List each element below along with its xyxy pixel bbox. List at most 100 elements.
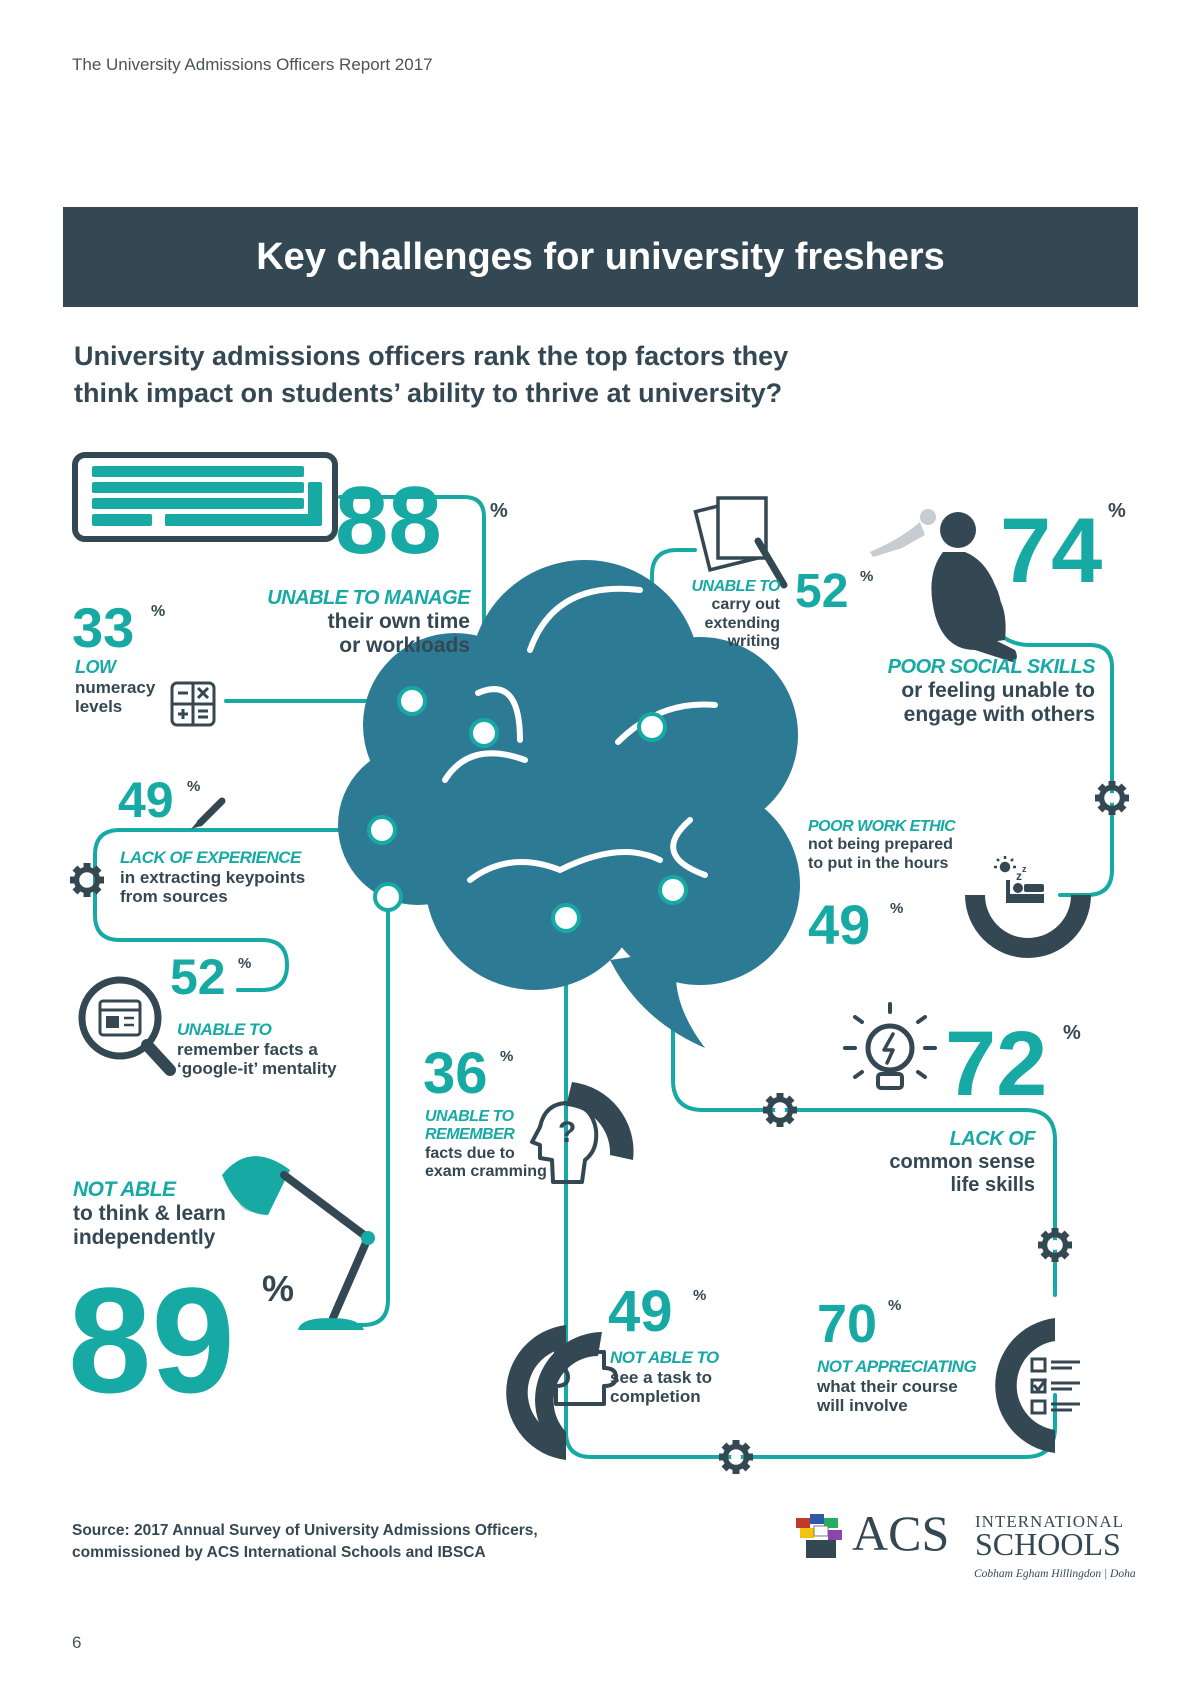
stat-time-highlight: UNABLE TO MANAGE bbox=[267, 587, 470, 609]
stat-cramming-highlight-2: REMEMBER bbox=[425, 1126, 515, 1144]
stat-social-label: POOR SOCIAL SKILLS or feeling unable to … bbox=[820, 656, 1096, 727]
stat-course-highlight: NOT APPRECIATING bbox=[817, 1357, 977, 1376]
stat-social-pct: % bbox=[1108, 500, 1126, 522]
stat-work-ethic-line-2: to put in the hours bbox=[808, 854, 949, 872]
stat-common-sense-label: LACK OF common sense life skills bbox=[810, 1128, 1035, 1197]
stat-independent-highlight: NOT ABLE bbox=[73, 1178, 176, 1201]
source-line-2: commissioned by ACS International School… bbox=[72, 1544, 486, 1561]
page-title: Key challenges for university freshers bbox=[256, 235, 945, 278]
stat-writing-line-2: extending bbox=[704, 614, 780, 632]
stat-common-sense-highlight: LACK OF bbox=[949, 1128, 1036, 1150]
subtitle: University admissions officers rank the … bbox=[74, 338, 834, 412]
source-line-1: Source: 2017 Annual Survey of University… bbox=[72, 1522, 538, 1539]
stat-task-value: 49 bbox=[608, 1279, 673, 1344]
stat-social-line-2: engage with others bbox=[903, 703, 1095, 727]
puzzle-icon bbox=[506, 1325, 618, 1460]
stat-numeracy-value: 33 bbox=[72, 596, 135, 659]
logo-schools-text: SCHOOLS bbox=[975, 1526, 1121, 1562]
pen-icon bbox=[191, 797, 226, 829]
bed-sleep-icon: z z bbox=[965, 856, 1091, 958]
stat-task-label: NOT ABLE TO see a task to completion bbox=[610, 1348, 719, 1407]
stat-writing-line-1: carry out bbox=[711, 596, 780, 614]
logo-international-text: INTERNATIONAL bbox=[975, 1512, 1124, 1531]
gear-icon bbox=[1095, 781, 1129, 815]
title-banner: Key challenges for university freshers bbox=[63, 207, 1138, 307]
stat-time-value: 88 bbox=[335, 467, 442, 574]
stat-common-sense-value: 72 bbox=[945, 1013, 1048, 1115]
stat-writing-value: 52 bbox=[795, 565, 849, 618]
gear-icon bbox=[70, 863, 104, 897]
stat-writing-line-3: writing bbox=[727, 633, 780, 651]
desk-lamp-icon bbox=[222, 1156, 375, 1330]
stat-writing-highlight: UNABLE TO bbox=[691, 578, 780, 595]
stat-social-value: 74 bbox=[1000, 500, 1103, 602]
head-question-icon: ? bbox=[530, 1082, 634, 1184]
stat-work-ethic-line-1: not being prepared bbox=[808, 836, 953, 854]
stat-social-line-1: or feeling unable to bbox=[901, 679, 1095, 702]
lightbulb-icon bbox=[843, 1002, 937, 1090]
page-number: 6 bbox=[72, 1633, 82, 1652]
stat-keypoints-line-2: from sources bbox=[120, 887, 228, 907]
stat-work-ethic-highlight: POOR WORK ETHIC bbox=[808, 818, 956, 835]
stat-course-pct: % bbox=[888, 1297, 902, 1314]
logo-campuses-text: Cobham Egham Hillingdon | Doha bbox=[974, 1568, 1136, 1580]
stat-cramming-pct: % bbox=[500, 1048, 514, 1065]
stat-independent-line-1: to think & learn bbox=[73, 1202, 226, 1226]
stat-time-pct: % bbox=[490, 500, 508, 522]
stat-independent-line-2: independently bbox=[73, 1226, 216, 1250]
stat-time-line-2: or workloads bbox=[339, 634, 470, 658]
stat-keypoints-label: LACK OF EXPERIENCE in extracting keypoin… bbox=[120, 848, 305, 907]
gear-icon bbox=[1038, 1228, 1072, 1262]
magnifier-browser-icon bbox=[78, 976, 176, 1076]
stat-work-ethic-value: 49 bbox=[808, 893, 871, 956]
stat-google-value: 52 bbox=[170, 949, 226, 1005]
stat-task-line-2: completion bbox=[610, 1387, 701, 1407]
stat-keypoints-line-1: in extracting keypoints bbox=[120, 867, 306, 887]
svg-text:?: ? bbox=[558, 1116, 576, 1149]
stat-writing-label: UNABLE TO carry out extending writing bbox=[660, 578, 780, 652]
stat-social-highlight: POOR SOCIAL SKILLS bbox=[887, 656, 1096, 678]
document-pen-icon bbox=[693, 496, 788, 589]
source-note: Source: 2017 Annual Survey of University… bbox=[72, 1520, 632, 1564]
gear-icon bbox=[719, 1440, 753, 1474]
gear-icon bbox=[763, 1093, 797, 1127]
stat-numeracy-line-1: numeracy bbox=[75, 677, 156, 697]
stat-common-sense-line-2: life skills bbox=[950, 1174, 1036, 1196]
report-header: The University Admissions Officers Repor… bbox=[72, 55, 433, 74]
stat-common-sense-pct: % bbox=[1063, 1022, 1081, 1044]
stat-task-line-1: see a task to bbox=[610, 1367, 713, 1387]
keyboard-icon bbox=[72, 452, 338, 542]
subtitle-line-1: University admissions officers rank the … bbox=[74, 341, 789, 371]
connector-dots bbox=[367, 686, 688, 933]
sitting-person-icon bbox=[870, 509, 1017, 662]
stat-course-label: NOT APPRECIATING what their course will … bbox=[817, 1357, 977, 1416]
subtitle-line-2: think impact on students’ ability to thr… bbox=[74, 378, 783, 408]
stat-google-label: UNABLE TO remember facts a ‘google-it’ m… bbox=[177, 1020, 337, 1079]
stat-numeracy-highlight: LOW bbox=[75, 657, 116, 677]
stat-task-highlight: NOT ABLE TO bbox=[610, 1348, 719, 1367]
stat-cramming-line-2: exam cramming bbox=[425, 1163, 547, 1181]
stat-numeracy-label: LOW numeracy levels bbox=[75, 657, 155, 717]
stat-time-line-1: their own time bbox=[327, 610, 470, 633]
stat-independent-pct: % bbox=[262, 1268, 295, 1309]
svg-text:z: z bbox=[1022, 864, 1027, 874]
stat-common-sense-line-1: common sense bbox=[889, 1151, 1035, 1173]
stat-independent-label: NOT ABLE to think & learn independently bbox=[73, 1178, 226, 1250]
stat-cramming-value: 36 bbox=[423, 1041, 488, 1106]
stat-course-line-1: what their course bbox=[817, 1376, 958, 1396]
stat-course-value: 70 bbox=[817, 1294, 878, 1354]
svg-text:z: z bbox=[1016, 869, 1022, 883]
stat-google-pct: % bbox=[238, 955, 252, 972]
stat-numeracy-pct: % bbox=[151, 603, 166, 620]
stat-numeracy-line-2: levels bbox=[75, 697, 123, 717]
stat-keypoints-highlight: LACK OF EXPERIENCE bbox=[120, 848, 301, 867]
logo-crest-icon bbox=[796, 1514, 842, 1558]
stat-cramming-line-1: facts due to bbox=[425, 1144, 515, 1162]
stat-writing-pct: % bbox=[860, 568, 874, 585]
stat-course-line-2: will involve bbox=[817, 1396, 908, 1416]
stat-work-ethic-pct: % bbox=[890, 900, 904, 917]
stat-time-label: UNABLE TO MANAGE their own time or workl… bbox=[200, 587, 470, 658]
stat-google-highlight: UNABLE TO bbox=[177, 1020, 272, 1039]
logo-acs-text: ACS bbox=[852, 1505, 950, 1561]
stat-keypoints-value: 49 bbox=[118, 772, 174, 828]
